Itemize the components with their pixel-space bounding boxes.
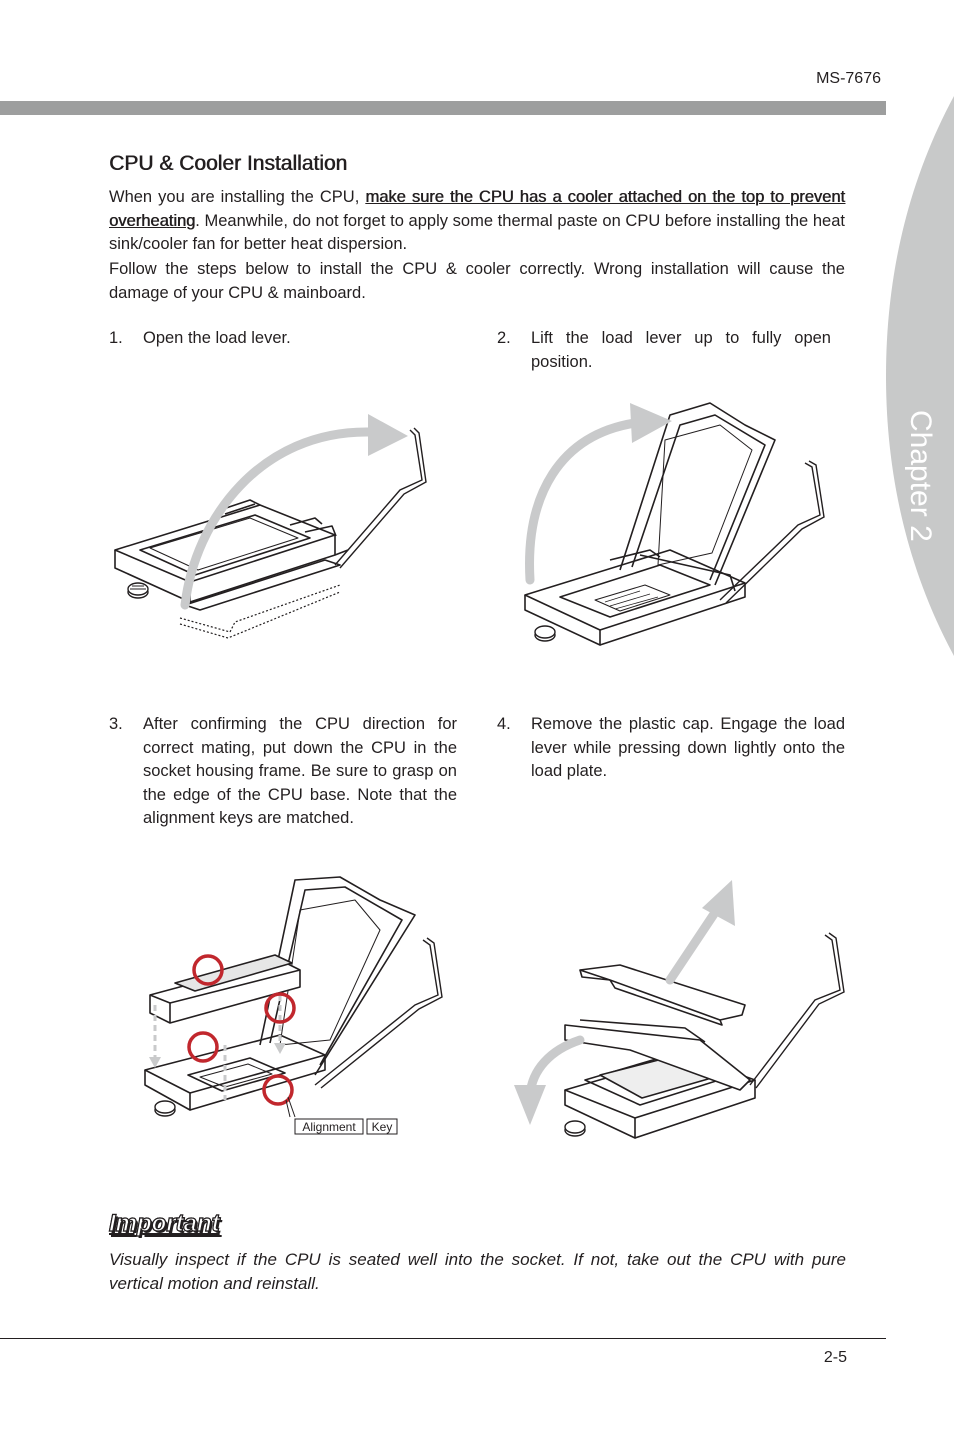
intro-warning-highlight: make sure the CPU has a cooler attached … [109, 188, 845, 230]
important-heading: Important [108, 1209, 220, 1237]
intro-text-end: . Meanwhile, do not forget to apply some… [109, 211, 845, 254]
step-number: 3. [109, 715, 123, 733]
step-text: Remove the plastic cap. Engage the load … [531, 715, 845, 780]
arrow-head-icon [368, 414, 408, 456]
chapter-tab: Chapter 2 [880, 96, 954, 656]
header-bar [0, 101, 886, 115]
socket-cap-icon [127, 582, 149, 599]
intro-text-start: When you are installing the CPU, [109, 188, 366, 206]
arrow-head-icon [630, 403, 672, 443]
arrow-up-icon [665, 900, 725, 985]
arrow-head-icon [514, 1085, 546, 1125]
figure-place-cpu: Alignment Key [144, 876, 443, 1135]
alignment-label-box-1 [294, 1118, 364, 1135]
socket-cap-icon [154, 1100, 176, 1117]
arrow-curved-icon [525, 418, 640, 585]
step-text: Open the load lever. [143, 329, 291, 347]
socket-cap-icon [534, 625, 556, 642]
footer-rule [0, 1338, 886, 1339]
chapter-tab-shape [886, 96, 954, 656]
figure-open-load-lever [114, 414, 427, 639]
alignment-label-word2: Key [372, 1120, 393, 1134]
intro-paragraph: When you are installing the CPU, make su… [109, 186, 845, 257]
model-number: MS-7676 [816, 70, 881, 87]
alignment-label-word1: Alignment [302, 1120, 356, 1134]
step-number: 2. [497, 329, 511, 347]
important-note: Visually inspect if the CPU is seated we… [109, 1250, 846, 1293]
step-text: After confirming the CPU direction for c… [143, 715, 457, 827]
step-text: Lift the load lever up to fully open pos… [531, 329, 831, 371]
follow-paragraph: Follow the steps below to install the CP… [109, 260, 845, 302]
alignment-key-circles [187, 954, 296, 1106]
alignment-label-box-2 [366, 1118, 398, 1135]
step-number: 1. [109, 329, 123, 347]
figure-engage-load-lever [514, 880, 845, 1139]
page-number: 2-5 [823, 1349, 847, 1366]
section-title: CPU & Cooler Installation [109, 152, 348, 175]
figure-lift-load-lever [524, 402, 825, 646]
chapter-tab-label: Chapter 2 [904, 410, 937, 542]
arrow-head-icon [702, 880, 735, 926]
arrow-curved-icon [180, 427, 375, 610]
socket-cap-icon [564, 1120, 586, 1137]
step-number: 4. [497, 715, 511, 733]
